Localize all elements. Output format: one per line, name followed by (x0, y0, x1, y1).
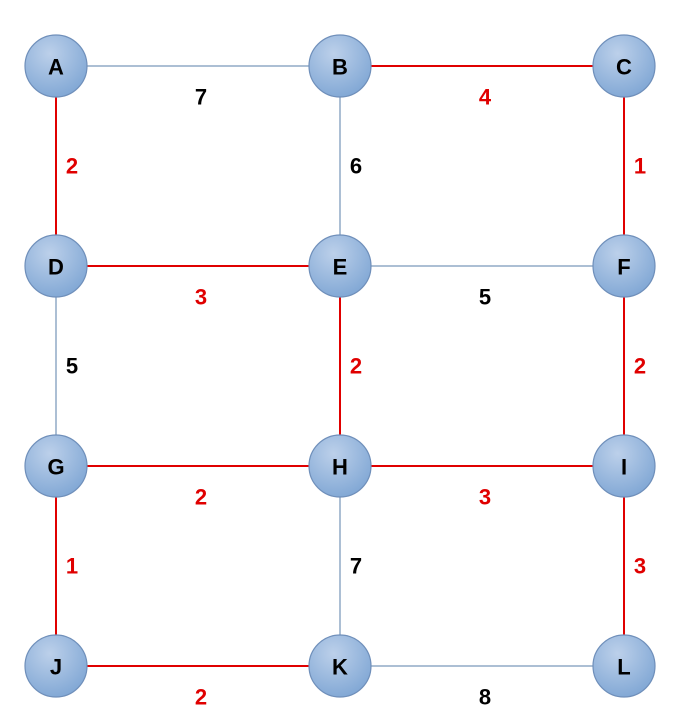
node-circle (308, 634, 372, 698)
node-k: K (308, 634, 372, 698)
node-circle (592, 34, 656, 98)
node-f: F (592, 234, 656, 298)
node-label: F (617, 255, 630, 280)
node-circle (308, 234, 372, 298)
node-circle (592, 234, 656, 298)
edge-weight-k-l: 8 (479, 685, 491, 710)
weight-label-layer: 7 4 2 6 1 3 5 5 2 2 2 3 1 7 3 2 8 (66, 85, 646, 710)
edge-weight-e-h: 2 (350, 354, 362, 379)
edge-weight-h-k: 7 (350, 554, 362, 579)
node-label: C (616, 55, 632, 80)
node-g: G (24, 434, 88, 498)
node-i: I (592, 434, 656, 498)
edge-weight-a-b: 7 (195, 85, 207, 110)
node-label: B (332, 55, 348, 80)
node-e: E (308, 234, 372, 298)
node-label: D (48, 255, 64, 280)
node-label: E (333, 255, 348, 280)
node-a: A (24, 34, 88, 98)
node-circle (592, 434, 656, 498)
edge-weight-g-h: 2 (195, 485, 207, 510)
edge-weight-h-i: 3 (479, 485, 491, 510)
node-circle (24, 434, 88, 498)
edge-weight-f-i: 2 (634, 354, 646, 379)
node-circle (308, 34, 372, 98)
edge-weight-b-c: 4 (479, 85, 492, 110)
node-layer: A B C D E F G H I J K L (24, 34, 656, 698)
edge-weight-j-k: 2 (195, 685, 207, 710)
node-label: L (617, 655, 630, 680)
node-circle (24, 234, 88, 298)
node-label: A (48, 55, 64, 80)
node-j: J (24, 634, 88, 698)
edge-weight-b-e: 6 (350, 154, 362, 179)
node-label: I (621, 455, 627, 480)
edge-layer (55, 65, 625, 667)
node-label: K (332, 655, 348, 680)
node-circle (308, 434, 372, 498)
node-h: H (308, 434, 372, 498)
edge-weight-a-d: 2 (66, 154, 78, 179)
edge-weight-e-f: 5 (479, 285, 491, 310)
node-circle (24, 34, 88, 98)
node-l: L (592, 634, 656, 698)
node-circle (24, 634, 88, 698)
edge-weight-d-g: 5 (66, 354, 78, 379)
node-label: J (50, 655, 62, 680)
node-label: H (332, 455, 348, 480)
node-circle (592, 634, 656, 698)
edge-weight-g-j: 1 (66, 554, 78, 579)
edge-weight-d-e: 3 (195, 285, 207, 310)
node-b: B (308, 34, 372, 98)
edge-weight-i-l: 3 (634, 554, 646, 579)
node-label: G (47, 455, 64, 480)
node-c: C (592, 34, 656, 98)
edge-weight-c-f: 1 (634, 154, 646, 179)
node-d: D (24, 234, 88, 298)
